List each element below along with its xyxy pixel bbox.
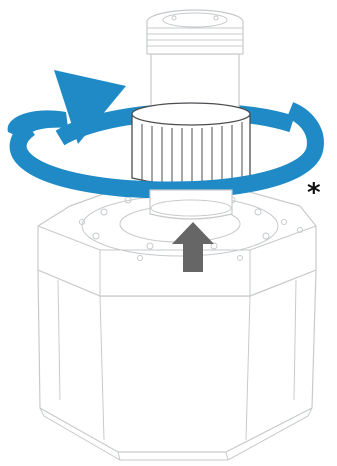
arrow-up-icon: [172, 222, 214, 272]
rotate-clockwise-icon: [7, 70, 126, 144]
knurled-collar: [131, 102, 251, 187]
annotation-asterisk: *: [307, 178, 321, 208]
hub: [149, 189, 233, 220]
base-housing: [37, 187, 317, 461]
rotation-arrow-front: [9, 102, 324, 199]
